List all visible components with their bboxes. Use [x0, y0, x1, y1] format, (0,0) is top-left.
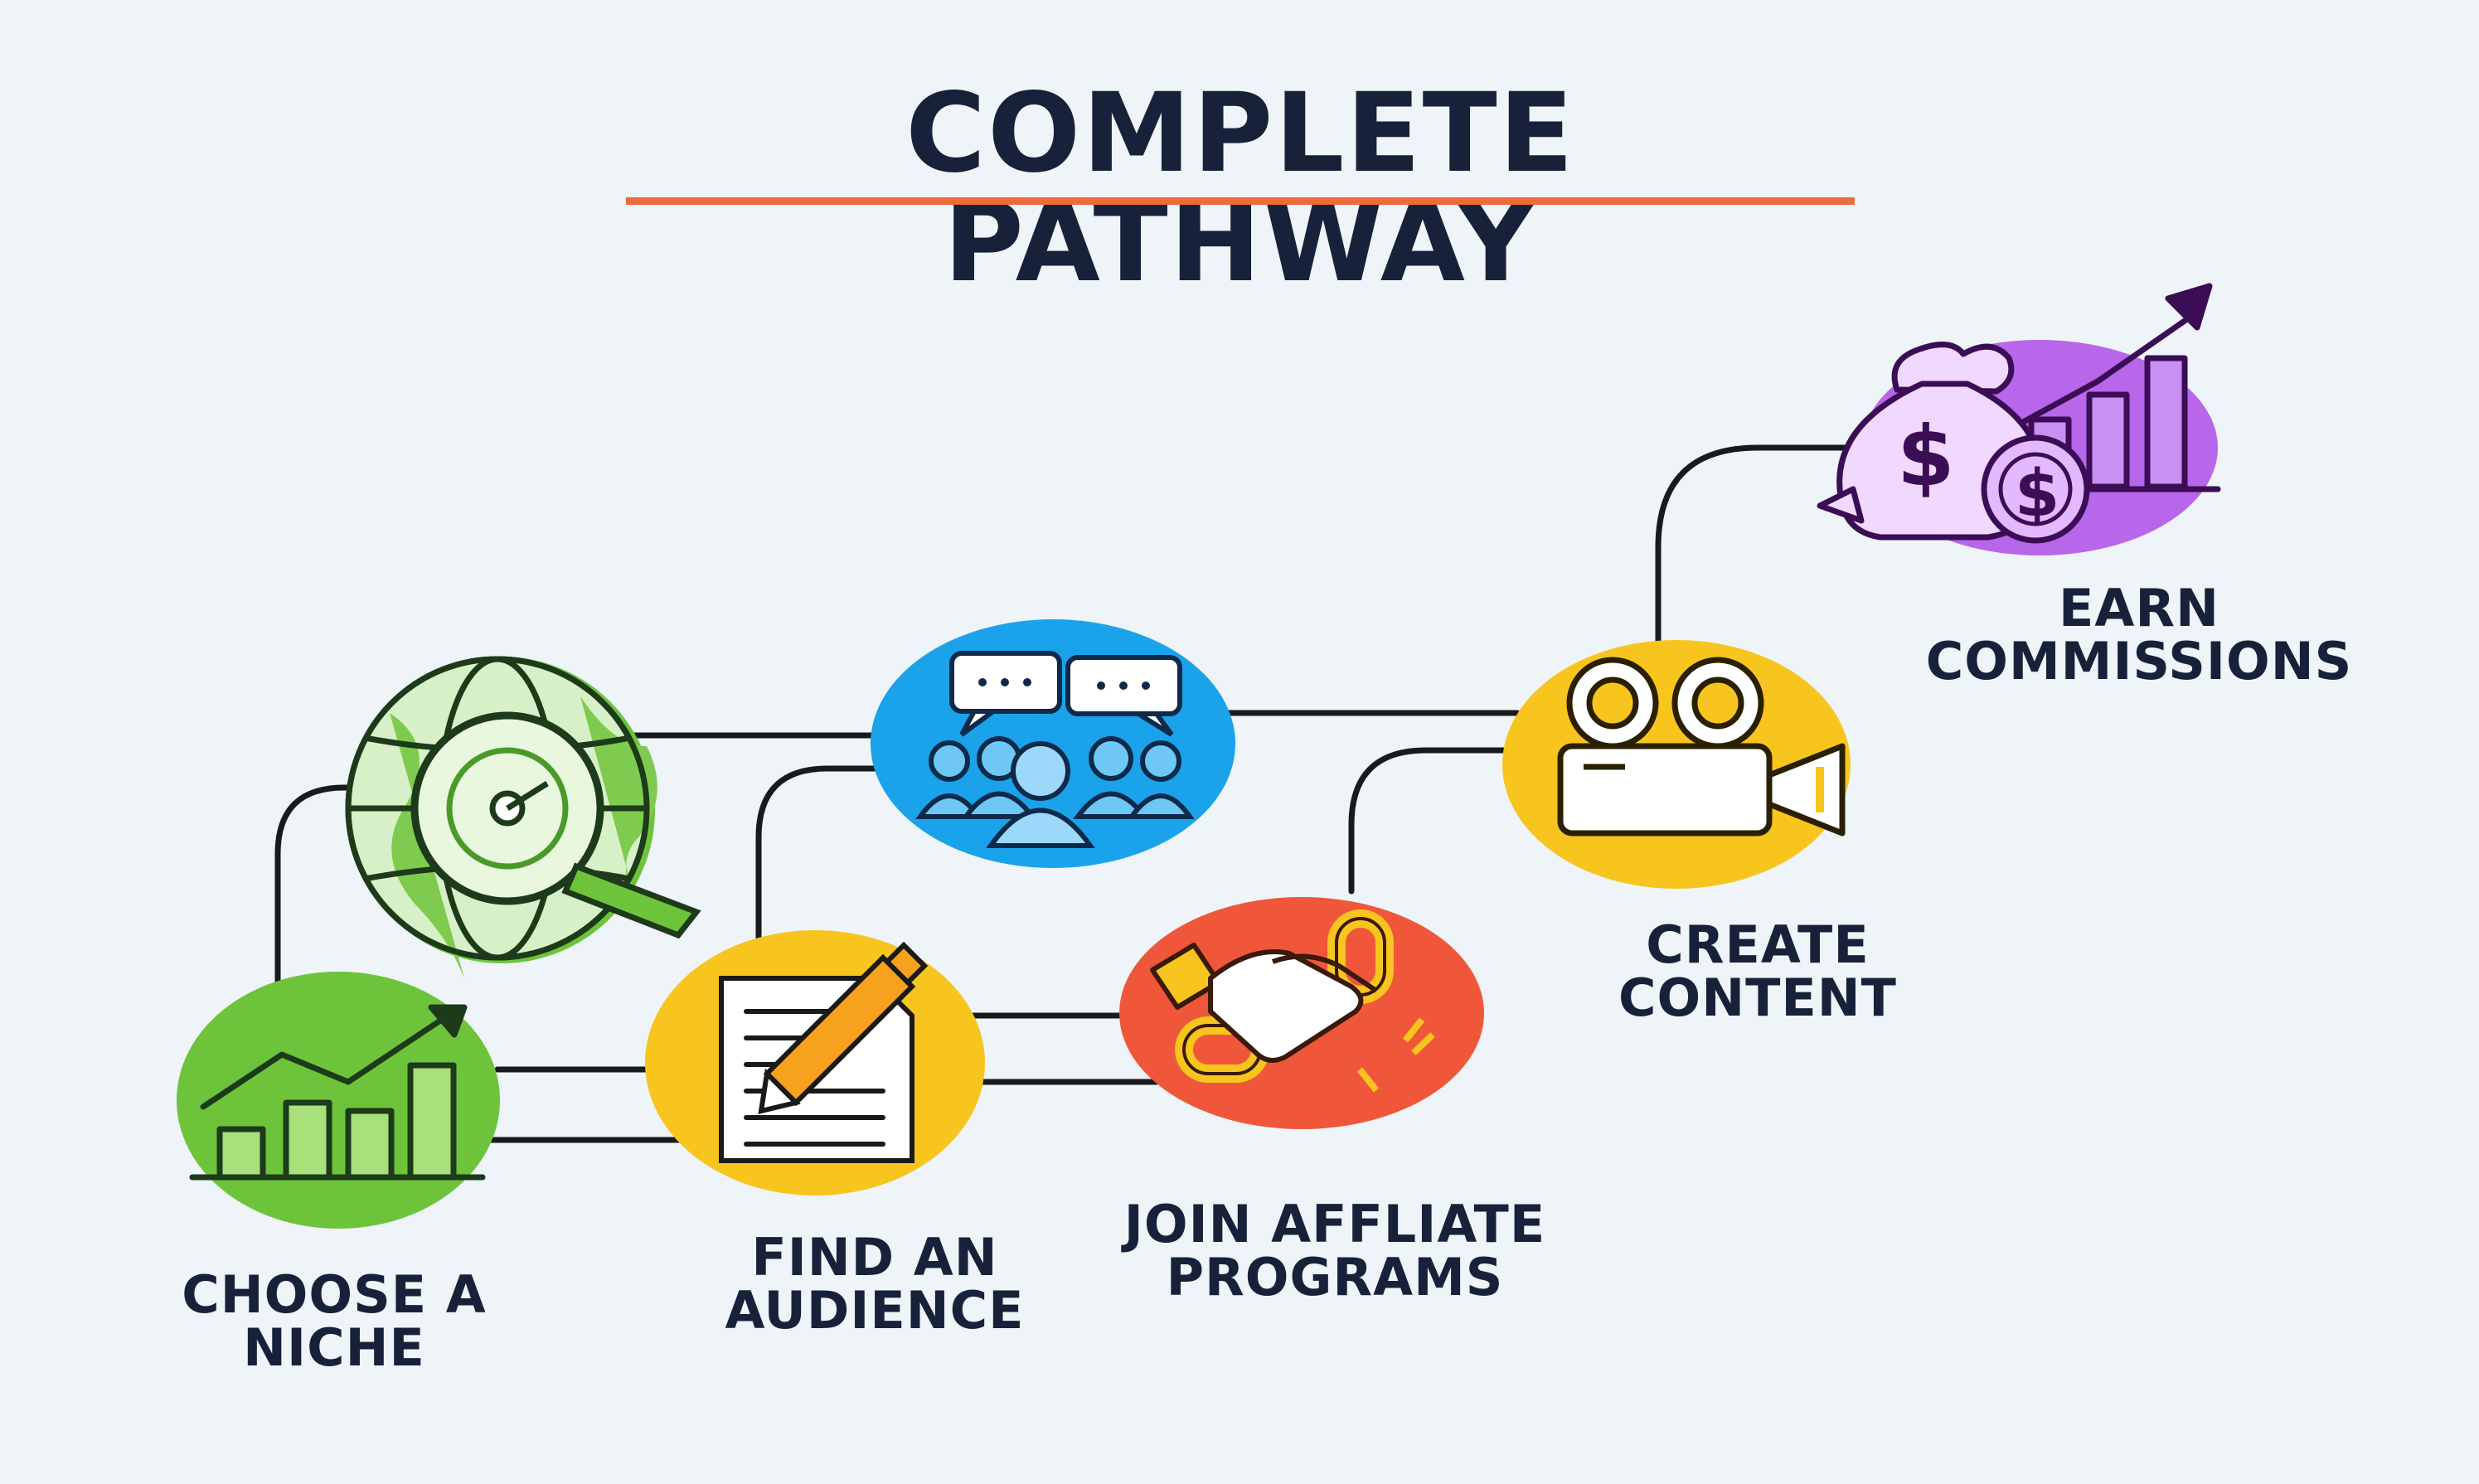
label-line: FIND AN: [751, 1227, 998, 1288]
label-choose-a-niche: CHOOSE A NICHE: [168, 1268, 500, 1375]
document-pen-icon: [719, 941, 929, 1163]
step-research: [345, 656, 701, 978]
connector-content-to-earn: [1655, 444, 1848, 658]
svg-text:$: $: [1897, 408, 1955, 505]
svg-text:$: $: [2015, 457, 2059, 531]
label-join-affiliate-programs: JOIN AFFLIATE PROGRAMS: [1078, 1198, 1592, 1304]
title-underline: [626, 197, 1855, 205]
connector-affiliate-to-content: [1348, 747, 1533, 895]
label-find-an-audience: FIND AN AUDIENCE: [705, 1231, 1045, 1337]
label-line: COMMISSIONS: [1925, 631, 2353, 691]
label-line: CREATE: [1646, 914, 1870, 975]
globe-magnifier-icon: [345, 656, 701, 978]
connector-niche-to-research: [274, 784, 360, 1035]
label-create-content: CREATE CONTENT: [1575, 919, 1940, 1025]
page-title: COMPLETE PATHWAY: [905, 70, 1575, 307]
label-line: JOIN AFFLIATE: [1123, 1194, 1546, 1254]
label-line: NICHE: [243, 1317, 425, 1378]
step-find-an-audience: [645, 930, 985, 1195]
handshake-chain-icon: [1150, 909, 1435, 1093]
step-earn-commissions: $ $: [1817, 283, 2221, 555]
label-line: CONTENT: [1618, 968, 1897, 1028]
label-line: CHOOSE A: [182, 1264, 487, 1325]
connector-audience-to-community: [755, 765, 882, 973]
bar-chart-growth-icon: [189, 1004, 486, 1181]
connectors: [274, 444, 1848, 1143]
video-camera-icon: [1557, 657, 1846, 837]
step-choose-a-niche: [177, 972, 500, 1229]
label-earn-commissions: EARN COMMISSIONS: [1890, 582, 2388, 688]
step-join-affiliate-programs: [1119, 897, 1484, 1129]
step-community: [871, 619, 1235, 868]
money-bag-growth-icon: $ $: [1817, 283, 2221, 544]
label-line: AUDIENCE: [725, 1280, 1025, 1341]
label-line: PROGRAMS: [1166, 1247, 1504, 1307]
people-chat-icon: [915, 651, 1195, 848]
step-create-content: [1502, 640, 1851, 889]
label-line: EARN: [2059, 578, 2219, 638]
